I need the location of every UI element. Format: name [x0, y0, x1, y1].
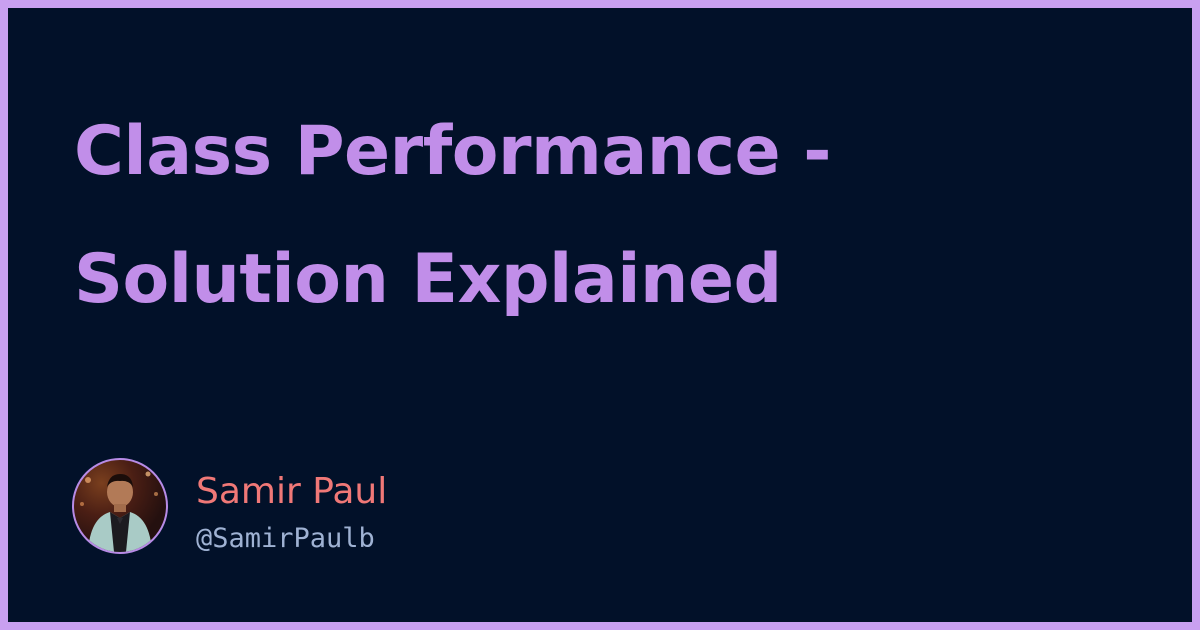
author-handle: @SamirPaulb: [196, 523, 375, 554]
profile-photo-icon: [80, 471, 158, 552]
page-title: Class Performance - Solution Explained: [74, 112, 832, 319]
social-card: Class Performance - Solution Explained S…: [8, 8, 1192, 622]
avatar: [72, 458, 168, 554]
author-name: Samir Paul: [196, 471, 388, 512]
